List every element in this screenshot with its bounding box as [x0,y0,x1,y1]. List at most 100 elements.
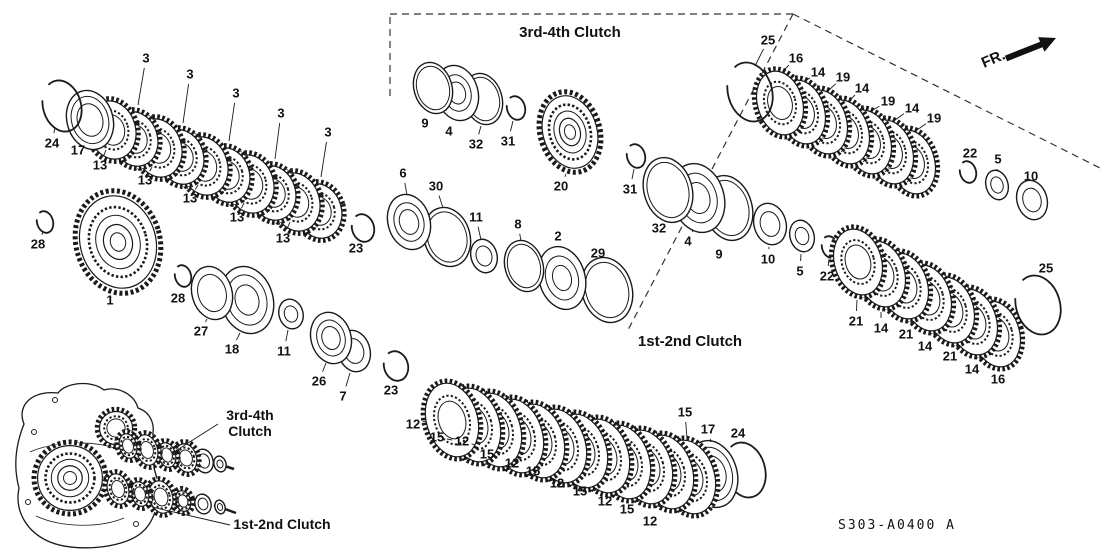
callout-leader [41,231,44,235]
part-ring [194,493,212,515]
part-shape [65,89,115,151]
part-ring [65,89,115,151]
callout-leader [446,438,453,441]
part-shape [70,95,110,145]
callout-leader [478,125,482,135]
section-divider-dash [792,13,1101,169]
callout-label: 15 [480,447,494,462]
part-ring [214,499,226,515]
part-shape [190,265,234,321]
callout-label: 3 [186,67,193,82]
callout-label: 5 [994,152,1001,167]
callout-leader [236,332,241,341]
section-divider-layer [389,13,1101,331]
part-shape [153,487,169,507]
part-shape [1022,187,1042,213]
part-shape [398,209,420,235]
callout-label: 3 [232,86,239,101]
callout-label: 3 [277,106,284,121]
part-shape [176,446,196,470]
part-shape [794,226,810,246]
part-ring [984,169,1010,201]
part-shape [316,319,346,357]
part-plate [114,429,142,463]
part-shape [35,210,55,234]
part-shape [1015,179,1049,221]
callout-leader [564,173,567,177]
callout-label: 1 [106,293,113,308]
callout-label: 29 [591,246,605,261]
part-shape [544,255,580,301]
part-shape [958,160,978,184]
callout-label: 3 [142,51,149,66]
part-shape [216,459,224,469]
part-shape [197,273,227,313]
part-snap [350,213,376,243]
callout-label: 31 [501,134,515,149]
callout-label: 12 [643,514,657,529]
part-shape [788,219,816,253]
callout-label: 12 [406,417,420,432]
part-shape [886,263,922,309]
callout-leader [241,202,245,209]
callout-label: 9 [421,116,428,131]
callout-label: 12 [598,494,612,509]
part-shape [932,287,968,333]
part-snap [625,143,647,169]
parts-layer [31,61,1062,519]
callout-label: 15 [678,405,692,420]
callout-leader [345,372,351,387]
callout-label: 7 [339,389,346,404]
callout-leader [741,441,744,445]
part-shape [386,193,432,251]
part-shape [216,503,224,511]
callout-label: 13 [93,158,107,173]
callout-label: 15 [620,502,634,517]
callout-label: 4 [684,234,692,249]
callout-leader [285,329,289,342]
part-snap [173,264,193,288]
callout-label: 14 [965,362,980,377]
housing-12-leader-line [151,506,231,526]
part-shape [625,143,647,169]
fr-arrow-icon [1004,37,1056,62]
clutch-34-section-title: 3rd-4th Clutch [519,24,621,41]
part-shape [41,79,83,133]
callout-leader [828,83,836,91]
callout-label: 19 [836,70,850,85]
callout-leader [149,166,153,172]
part-ring [752,202,788,246]
callout-leader [286,221,291,230]
callout-label: 12 [550,476,564,491]
part-shape [109,232,127,252]
callout-label: 21 [943,349,957,364]
callout-leader [471,443,476,446]
callout-label: 21 [899,327,913,342]
housing-34-label-line1: 3rd-4th [226,407,273,423]
part-shape [309,311,353,365]
callout-label: 15 [573,484,587,499]
housing-bolt [25,499,31,505]
callout-leader [194,184,199,190]
part-shape [767,86,793,120]
housing-bolt [133,521,139,527]
part-shape [108,477,128,501]
part-shape [547,103,593,161]
callout-leader [182,83,190,124]
callout-label: 3 [324,125,331,140]
callout-label: 11 [469,210,483,225]
callout-label: 21 [849,314,863,329]
part-shape [161,447,173,463]
callout-leader [783,64,790,71]
callout-label: 11 [277,344,291,359]
callout-leader [519,233,522,242]
part-ring [309,311,353,365]
part-shape [95,214,141,270]
part-shape [503,239,545,293]
part-shape [103,415,129,441]
callout-leader [422,420,427,423]
part-shape [844,244,872,280]
callout-leader [205,318,208,323]
part-shape [984,169,1010,201]
callout-leader [709,438,712,443]
